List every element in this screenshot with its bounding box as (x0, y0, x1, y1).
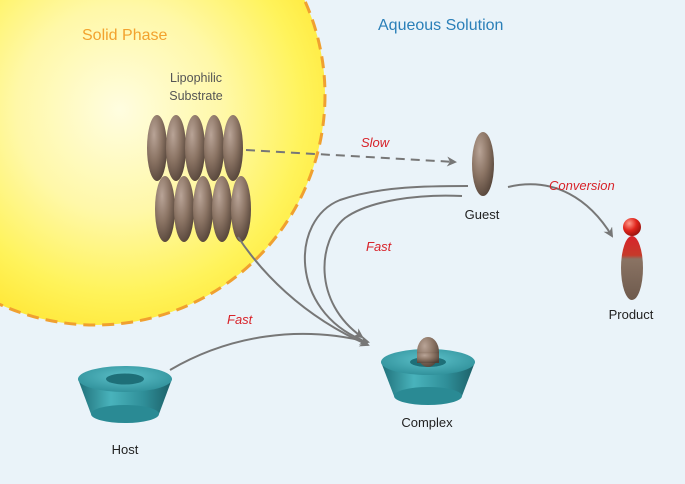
fast-guest-complex-label: Fast (366, 239, 393, 254)
slow-arrow (245, 149, 457, 167)
guest-label: Guest (465, 207, 500, 222)
solid-phase-label: Solid Phase (82, 27, 167, 44)
product-label: Product (609, 307, 654, 322)
aqueous-solution-label: Aqueous Solution (378, 17, 503, 34)
arrows (169, 149, 614, 371)
complex-label: Complex (401, 415, 453, 430)
conversion-arrow-label: Conversion (549, 178, 615, 193)
substrate-stack-icon (147, 115, 251, 242)
lipophilic-label-line1: Lipophilic (170, 71, 222, 85)
product-icon (621, 218, 643, 300)
substrate-to-complex-arrow (237, 236, 370, 347)
guest-icon (472, 132, 494, 196)
substrate-row-top (147, 115, 243, 181)
guest-to-complex-arrow-inner (323, 194, 463, 339)
lipophilic-label-line2: Substrate (169, 89, 223, 103)
fast-host-complex-label: Fast (227, 312, 254, 327)
substrate-row-bottom (155, 176, 251, 242)
conversion-arrow (507, 183, 614, 238)
host-to-complex-arrow (169, 332, 370, 371)
slow-arrow-label: Slow (361, 135, 391, 150)
complex-to-guest-arrow-outer (303, 185, 469, 341)
host-label: Host (112, 442, 139, 457)
complex-icon (381, 337, 475, 405)
host-icon (78, 366, 172, 423)
